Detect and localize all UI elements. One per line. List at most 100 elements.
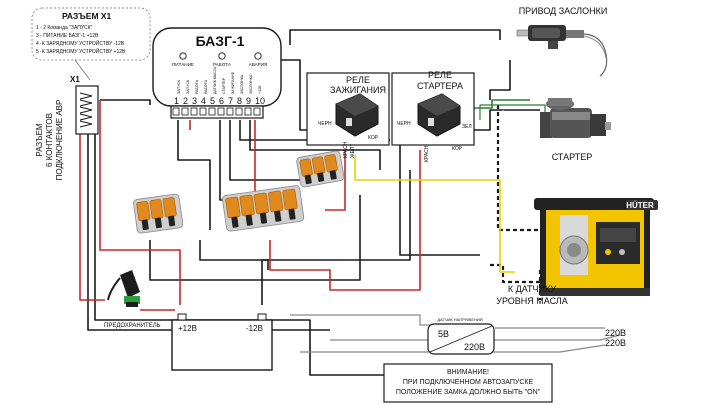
wire-red — [79, 120, 105, 301]
warning-title: ВНИМАНИЕ! — [447, 369, 489, 376]
module-pin-number: 6 — [219, 96, 224, 106]
terminal-block — [172, 107, 261, 116]
wago-lever-icon — [136, 200, 151, 222]
module-pin-number: 2 — [183, 96, 188, 106]
connector-legend-item: 3 - ПИТАНИЕ БАЗГ-1 +12В — [36, 33, 99, 39]
mains-labels: 220В 220В — [605, 328, 626, 348]
mains-label: 220В — [605, 338, 626, 348]
wago-lever-icon — [225, 196, 241, 219]
wago-connector-middle — [222, 185, 305, 232]
module-pin-label: ЗАСЛОНКА — [249, 74, 253, 94]
starter-relay-title: СТАРТЕРА — [417, 81, 463, 91]
wago-port-icon — [274, 210, 282, 222]
led-label-power: ПИТАНИЕ — [172, 62, 194, 67]
connector-legend-item: 4 -К ЗАРЯДНОМУ УСТРОЙСТВУ -12В — [36, 39, 125, 47]
module-pin-label: ЗАПУСК — [177, 79, 181, 94]
generator-icon — [534, 198, 658, 296]
connector-legend-item: 5 -К ЗАРЯДНОМУ УСТРОЙСТВУ +12В — [36, 47, 126, 55]
terminal-screw-icon — [226, 107, 234, 116]
oil-sensor-callout: К ДАТЧИКУ УРОВНЯ МАСЛА — [496, 284, 567, 306]
wire-black — [100, 99, 151, 105]
module-pin-number: 3 — [192, 96, 197, 106]
wire-black — [199, 240, 269, 270]
starter-label: СТАРТЕР — [552, 152, 593, 162]
wago-connector-left — [133, 193, 184, 234]
relay-pin-label: КРАСН — [343, 141, 349, 158]
wire-black — [219, 120, 250, 201]
wago-port-icon — [317, 172, 325, 182]
terminal-screw-icon — [199, 107, 207, 116]
wire-red — [269, 150, 421, 291]
warning-line: ПОЛОЖЕНИЕ ЗАМКА ДОЛЖНО БЫТЬ "ON" — [396, 389, 541, 396]
module-pin-label: СТАРТЕР — [222, 77, 226, 94]
fuse-holder-icon — [107, 270, 140, 307]
wago-port-icon — [154, 217, 162, 229]
connector-legend-item: 1 - 2 Команда "ЗАПУСК" — [36, 25, 93, 31]
wago-port-icon — [141, 219, 149, 231]
module-pin-label: ДАТЧИК МАСЛА — [213, 66, 217, 94]
voltage-high-label: 220В — [464, 342, 485, 352]
wago-lever-icon — [162, 197, 177, 218]
ignition-relay: РЕЛЕ ЗАЖИГАНИЯ ЧЕРН КРАСН ЖЕЛТ КОР — [306, 72, 390, 158]
wire-grey — [330, 334, 621, 341]
relay-pin-label: КРАСН — [424, 145, 430, 162]
wire-black — [177, 120, 211, 230]
starter-icon — [540, 98, 611, 138]
module-pin-number: 10 — [255, 96, 265, 106]
wire-green — [465, 99, 530, 109]
module-pin-label: ЗАЖИГАНИЕ — [231, 71, 235, 94]
wago-lever-icon — [149, 199, 164, 220]
wire-yellow — [354, 155, 515, 273]
terminal-screw-icon — [253, 107, 261, 116]
wire-dashed — [490, 263, 560, 284]
module-pin-number: 7 — [228, 96, 233, 106]
module-pin-label: +12В — [258, 85, 262, 94]
wago-lever-icon — [253, 192, 269, 215]
fuse: ПРЕДОХРАНИТЕЛЬ — [104, 270, 161, 329]
ignition-relay-title: РЕЛЕ — [346, 75, 370, 85]
led-label-run: РАБОТА — [213, 62, 232, 67]
wire-black — [460, 109, 540, 131]
voltage-sensor: ДАТЧИК НАПРЯЖЕНИЯ 5В 220В — [427, 317, 495, 355]
module-pin-label: РАБОТА — [204, 79, 208, 94]
wago-port-icon — [168, 215, 176, 227]
wago-port-icon — [304, 174, 312, 185]
mains-label: 220В — [605, 328, 626, 338]
generator-brand: HÜTER — [626, 201, 654, 210]
wire-black — [289, 29, 501, 45]
wago-port-icon — [288, 208, 296, 220]
connector-legend: РАЗЪЕМ Х1 1 - 2 Команда "ЗАПУСК" 3 - ПИТ… — [31, 7, 151, 81]
warning-box: ВНИМАНИЕ! ПРИ ПОДКЛЮЧЕННОМ АВТОЗАПУСКЕ П… — [383, 363, 553, 403]
wire-grey — [300, 344, 606, 353]
wire-red — [99, 100, 181, 305]
battery: +12В -12В — [171, 313, 273, 371]
led-label-alarm: АВАРИЯ — [249, 62, 268, 67]
generator: HÜTER — [534, 198, 658, 296]
relay-pin-label: ЖЕЛТ — [350, 144, 356, 158]
wire-black — [149, 195, 361, 281]
wago-port-icon — [329, 170, 337, 180]
alarm-led-icon — [254, 52, 262, 60]
x1-connector: Х1 РАЗЪЕМ 6 КОНТАКТОВ ПОДКЛЮЧЕНИЕ АВР — [35, 75, 99, 180]
relay-pin-label: ЧЕРН — [397, 121, 411, 127]
module-pin-label: ЗАПУСК — [186, 79, 190, 94]
terminal-screw-icon — [208, 107, 216, 116]
warning-line: ПРИ ПОДКЛЮЧЕННОМ АВТОЗАПУСКЕ — [403, 379, 534, 386]
battery-minus-label: -12В — [246, 324, 263, 333]
wago-port-icon — [231, 216, 239, 228]
wire-black — [261, 170, 411, 305]
wago-lever-icon — [239, 194, 255, 217]
starter-relay: РЕЛЕ СТАРТЕРА ЧЕРН ЗЕЛ КРАСН КОР — [391, 70, 475, 162]
relay-pin-label: КОР — [452, 146, 463, 152]
choke-actuator: ПРИВОД ЗАСЛОНКИ — [516, 6, 607, 77]
avr-connector-label: 6 КОНТАКТОВ — [45, 113, 54, 167]
x1-label: Х1 — [70, 75, 80, 84]
relay-pin-label: КОР — [368, 135, 379, 141]
terminal-screw-icon — [190, 107, 198, 116]
module-pin-number: 1 — [174, 96, 179, 106]
starter-relay-title: РЕЛЕ — [428, 70, 452, 80]
